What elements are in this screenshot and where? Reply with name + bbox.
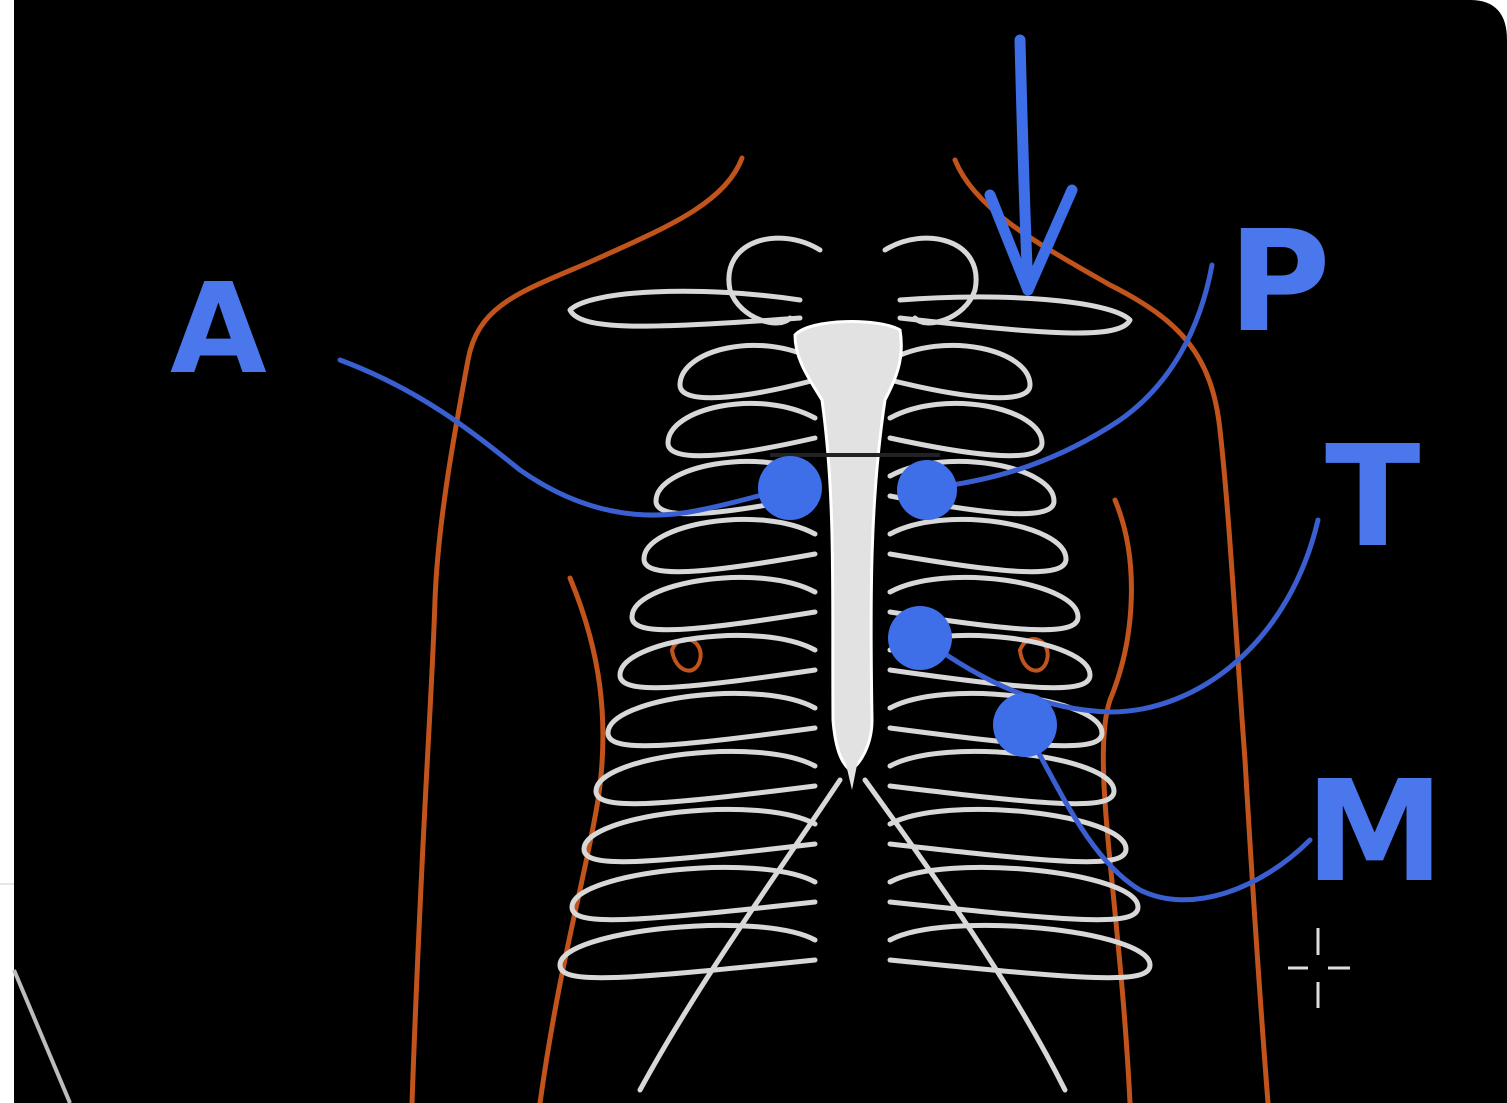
label-aortic: A — [170, 257, 267, 402]
pulmonic-point — [897, 460, 957, 520]
label-pulmonic: P — [1228, 201, 1331, 364]
aortic-point — [758, 456, 822, 520]
label-mitral: M — [1305, 751, 1444, 914]
label-tricuspid: T — [1325, 416, 1421, 579]
tricuspid-point — [888, 606, 952, 670]
drawing-panel — [14, 0, 1507, 1103]
mitral-point — [993, 693, 1057, 757]
